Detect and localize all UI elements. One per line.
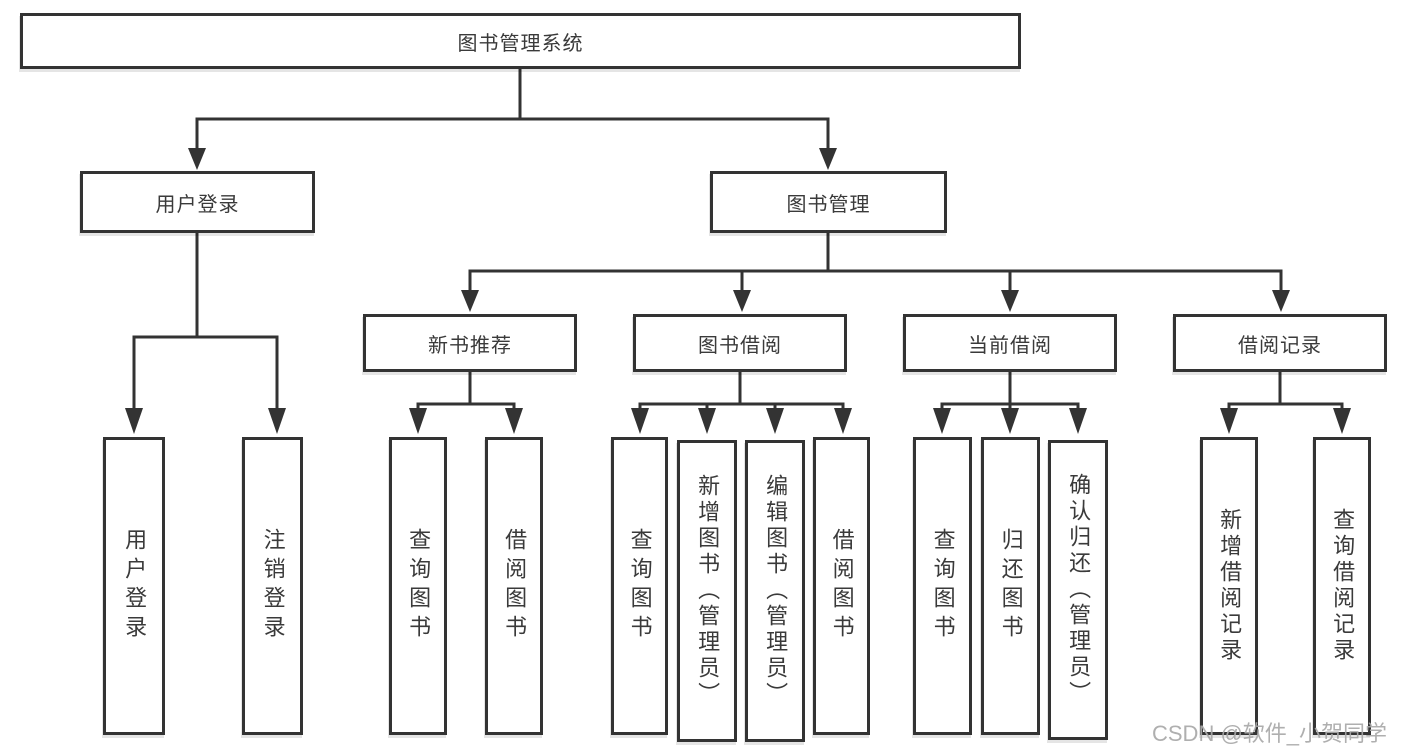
node-book-borrow: 图书借阅: [633, 314, 847, 372]
leaf-query-books-3: 查询图书: [913, 437, 972, 735]
node-user-login-label: 用户登录: [155, 193, 240, 216]
leaf-query-borrow-record-label: 查询借阅记录: [1330, 508, 1356, 664]
connector-current-borrow-children: [933, 372, 1087, 434]
leaf-query-books-1: 查询图书: [389, 437, 447, 735]
leaf-return-book-label: 归还图书: [998, 528, 1024, 644]
node-book-borrow-label: 图书借阅: [698, 334, 782, 357]
node-borrow-records-label: 借阅记录: [1238, 334, 1322, 357]
connector-borrow-records-children: [1220, 372, 1351, 434]
leaf-edit-book-admin-label: 编辑图书（管理员）: [763, 474, 789, 708]
leaf-add-borrow-record-label: 新增借阅记录: [1217, 508, 1243, 664]
node-current-borrow-label: 当前借阅: [968, 334, 1052, 357]
connector-root-to-level2: [188, 68, 837, 170]
node-book-management: 图书管理: [710, 171, 947, 233]
leaf-borrow-books-2-label: 借阅图书: [829, 528, 855, 644]
node-new-book-recommend-label: 新书推荐: [428, 334, 512, 357]
node-book-management-label: 图书管理: [786, 193, 871, 216]
node-current-borrow: 当前借阅: [903, 314, 1117, 372]
node-new-book-recommend: 新书推荐: [363, 314, 577, 372]
connector-book-borrow-children: [631, 372, 852, 434]
leaf-add-borrow-record: 新增借阅记录: [1200, 437, 1258, 735]
leaf-logout-label: 注销登录: [260, 528, 286, 644]
leaf-borrow-books-2: 借阅图书: [813, 437, 870, 735]
leaf-edit-book-admin: 编辑图书（管理员）: [745, 440, 805, 742]
leaf-logout: 注销登录: [242, 437, 303, 735]
node-root-label: 图书管理系统: [457, 32, 584, 55]
leaf-user-login: 用户登录: [103, 437, 165, 735]
leaf-query-books-2: 查询图书: [611, 437, 668, 735]
leaf-query-books-2-label: 查询图书: [627, 528, 653, 644]
leaf-confirm-return-admin: 确认归还（管理员）: [1048, 440, 1108, 740]
leaf-return-book: 归还图书: [981, 437, 1040, 735]
leaf-query-books-3-label: 查询图书: [930, 528, 956, 644]
node-root: 图书管理系统: [20, 13, 1021, 69]
leaf-query-books-1-label: 查询图书: [406, 528, 432, 644]
leaf-borrow-books-1-label: 借阅图书: [502, 528, 528, 644]
leaf-user-login-label: 用户登录: [122, 528, 148, 644]
leaf-add-book-admin: 新增图书（管理员）: [677, 440, 737, 742]
connector-new-book-recommend-children: [409, 372, 523, 434]
connector-user-login-children: [125, 233, 286, 434]
leaf-add-book-admin-label: 新增图书（管理员）: [695, 474, 721, 708]
node-borrow-records: 借阅记录: [1173, 314, 1387, 372]
leaf-query-borrow-record: 查询借阅记录: [1313, 437, 1371, 735]
leaf-confirm-return-admin-label: 确认归还（管理员）: [1066, 473, 1092, 707]
node-user-login: 用户登录: [80, 171, 315, 233]
connector-book-management-children: [461, 233, 1290, 312]
watermark: CSDN @软件_小贺同学: [1152, 721, 1388, 746]
leaf-borrow-books-1: 借阅图书: [485, 437, 543, 735]
